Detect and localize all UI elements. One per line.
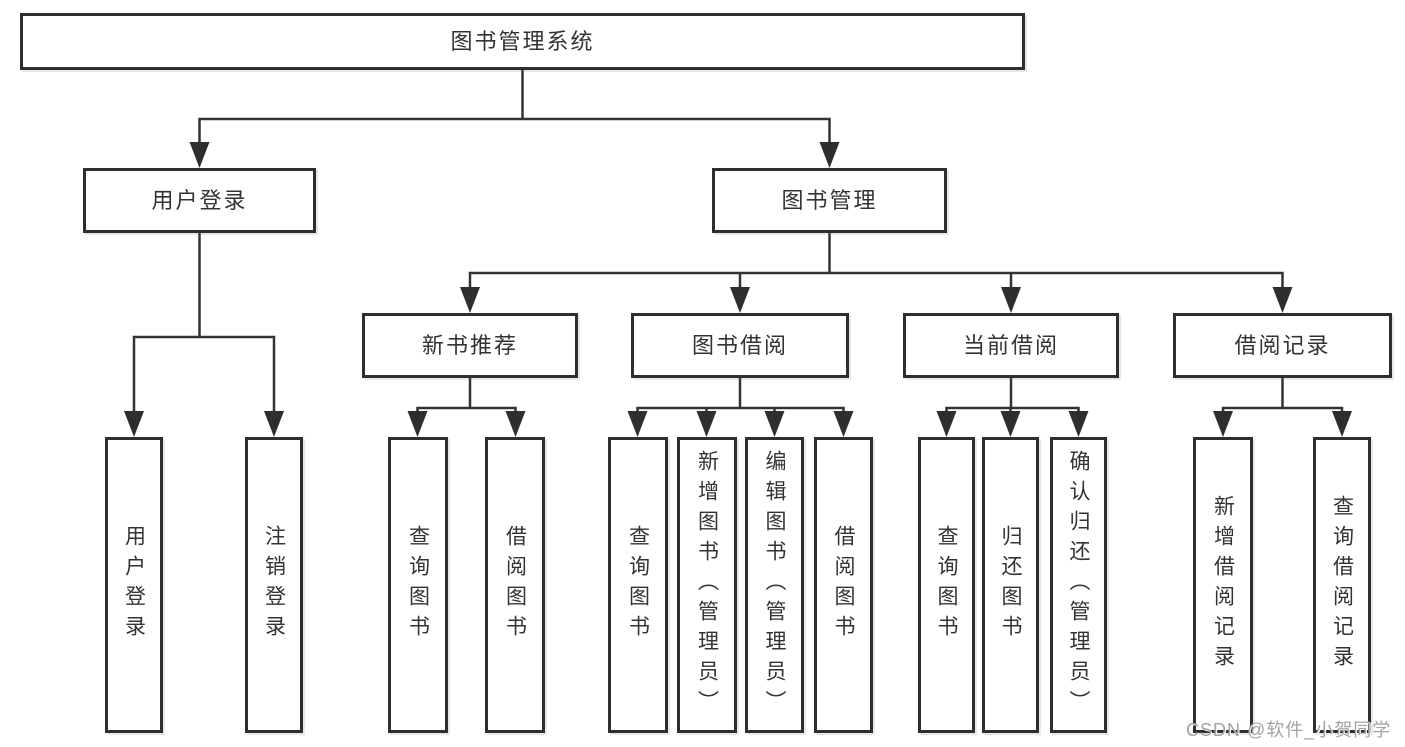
leaf-add-borrow-record: 新增借阅记录 [1193,437,1253,733]
node-new-book-recommend: 新书推荐 [362,313,578,378]
arrow-icon [1332,411,1352,437]
node-label: 新增借阅记录 [1211,495,1235,675]
arrow-icon [189,142,210,168]
node-label: 图书管理系统 [450,28,595,54]
node-library-management-system: 图书管理系统 [20,13,1025,70]
node-label: 新书推荐 [421,332,518,358]
arrow-icon [1000,411,1021,437]
node-label: 查询图书 [626,525,650,645]
arrow-icon [833,411,854,437]
arrow-icon [627,411,648,437]
edge-bookmgmt-to-level3 [468,231,1284,293]
edge-root-to-level2 [198,68,831,148]
arrow-icon [696,411,717,437]
arrow-icon [460,287,480,313]
edge-borrowing-to-leaves [636,376,845,417]
node-label: 确认归还（管理员） [1067,450,1090,720]
arrow-icon [505,411,526,437]
edge-current-to-leaves [945,376,1080,417]
node-label: 图书管理 [781,187,878,213]
node-label: 查询图书 [406,525,430,645]
node-label: 查询图书 [935,525,958,645]
node-label: 编辑图书（管理员） [763,450,786,720]
node-label: 当前借阅 [962,332,1059,358]
node-label: 用户登录 [151,187,248,213]
node-book-borrowing: 图书借阅 [631,313,849,378]
node-user-login: 用户登录 [83,168,316,233]
edge-records-to-leaves [1221,376,1344,417]
leaf-query-borrow-record: 查询借阅记录 [1313,437,1371,733]
leaf-borrow-books-1: 借阅图书 [485,437,545,733]
edge-userlogin-to-leaves [132,231,276,417]
arrow-icon [1272,287,1293,313]
arrow-icon [264,411,284,437]
node-label: 归还图书 [999,525,1022,645]
leaf-edit-books-admin: 编辑图书（管理员） [745,437,804,733]
node-book-management: 图书管理 [712,168,947,233]
leaf-add-books-admin: 新增图书（管理员） [677,437,737,733]
arrow-icon [1001,287,1021,313]
node-label: 图书借阅 [691,332,788,358]
node-label: 借阅图书 [832,525,855,645]
arrow-icon [819,142,840,168]
node-label: 查询借阅记录 [1330,495,1354,675]
leaf-return-books: 归还图书 [982,437,1039,733]
arrow-icon [730,287,750,313]
node-current-borrowing: 当前借阅 [903,313,1119,378]
leaf-confirm-return-admin: 确认归还（管理员） [1050,437,1107,733]
arrow-icon [1213,411,1233,437]
arrow-icon [936,411,957,437]
leaf-query-books-2: 查询图书 [608,437,668,733]
node-label: 借阅图书 [503,525,527,645]
arrow-icon [764,411,785,437]
arrow-icon [407,411,428,437]
leaf-query-books-1: 查询图书 [388,437,448,733]
edge-newbooks-to-leaves [416,376,517,417]
node-label: 用户登录 [122,525,146,645]
csdn-watermark: CSDN @软件_小贺同学 [1186,720,1392,740]
leaf-borrow-books-2: 借阅图书 [814,437,873,733]
leaf-query-books-3: 查询图书 [918,437,975,733]
node-label: 新增图书（管理员） [695,450,719,720]
node-label: 借阅记录 [1234,332,1331,358]
leaf-user-login: 用户登录 [105,437,163,733]
arrow-icon [124,411,144,437]
leaf-logout: 注销登录 [245,437,303,733]
node-label: 注销登录 [262,525,286,645]
arrow-icon [1068,411,1089,437]
node-borrowing-records: 借阅记录 [1173,313,1392,378]
